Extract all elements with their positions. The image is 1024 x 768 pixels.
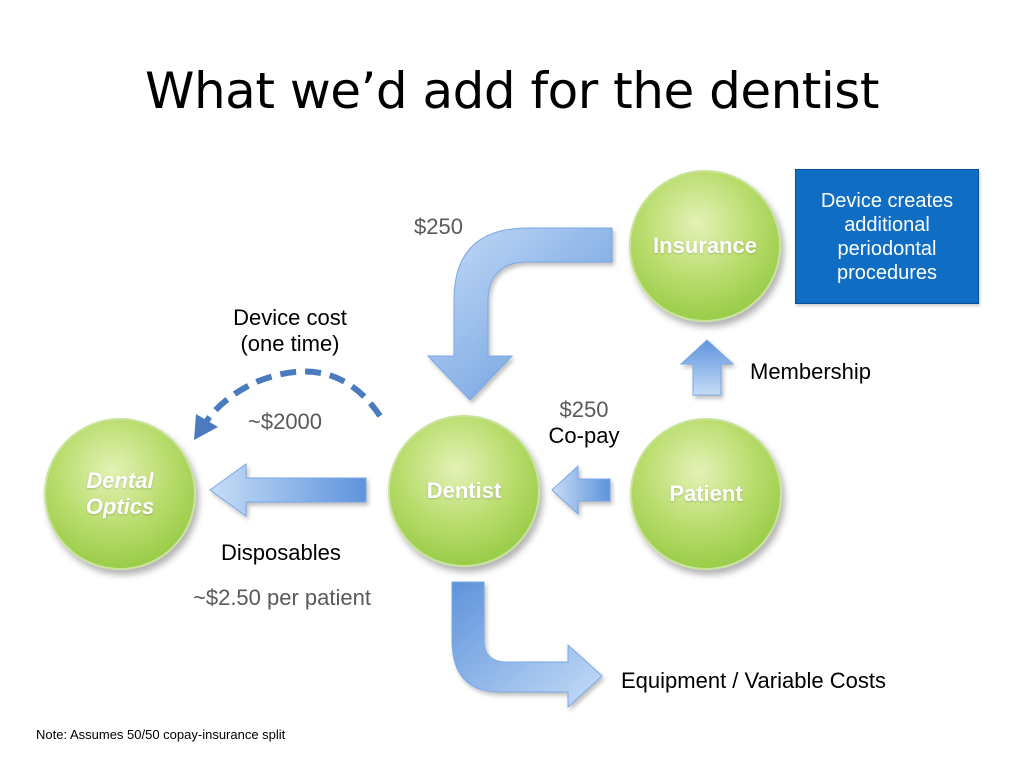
equipment-arrow <box>451 581 603 709</box>
dentist-node: Dentist <box>388 415 540 567</box>
optics-label-line1: Dental <box>86 467 154 493</box>
device-cost-dashed-arrow <box>203 368 383 424</box>
slide-title: What we’d add for the dentist <box>145 62 879 120</box>
copay-label: $250 Co-pay <box>540 397 628 450</box>
equipment-label: Equipment / Variable Costs <box>621 668 886 693</box>
callout-box: Device creates additional periodontal pr… <box>795 169 979 304</box>
device-cost-line2: (one time) <box>240 331 340 357</box>
device-cost-label: Device cost (one time) <box>218 305 362 358</box>
footnote: Note: Assumes 50/50 copay-insurance spli… <box>36 727 286 742</box>
dental-optics-node: Dental Optics <box>44 418 196 570</box>
optics-label-line2: Optics <box>85 494 155 519</box>
disposables-arrow <box>209 463 367 517</box>
membership-label: Membership <box>750 359 872 384</box>
patient-node: Patient <box>630 418 782 570</box>
membership-arrow <box>679 339 735 396</box>
insurance-amount-label: $250 <box>414 214 463 239</box>
device-amount-label: ~$2000 <box>248 409 323 434</box>
patient-label: Patient <box>669 480 743 506</box>
insurance-to-dentist-arrow <box>426 227 613 401</box>
device-cost-arrowhead <box>194 414 218 440</box>
disposables-amount-label: ~$2.50 per patient <box>193 585 371 610</box>
copay-text: Co-pay <box>548 423 620 449</box>
copay-amount: $250 <box>559 397 609 422</box>
device-cost-line1: Device cost <box>233 305 347 330</box>
copay-arrow <box>551 464 611 516</box>
callout-text: Device creates additional periodontal pr… <box>820 189 954 284</box>
disposables-label: Disposables <box>221 540 341 565</box>
insurance-label: Insurance <box>653 232 757 258</box>
insurance-node: Insurance <box>629 170 781 322</box>
dentist-label: Dentist <box>426 477 502 503</box>
